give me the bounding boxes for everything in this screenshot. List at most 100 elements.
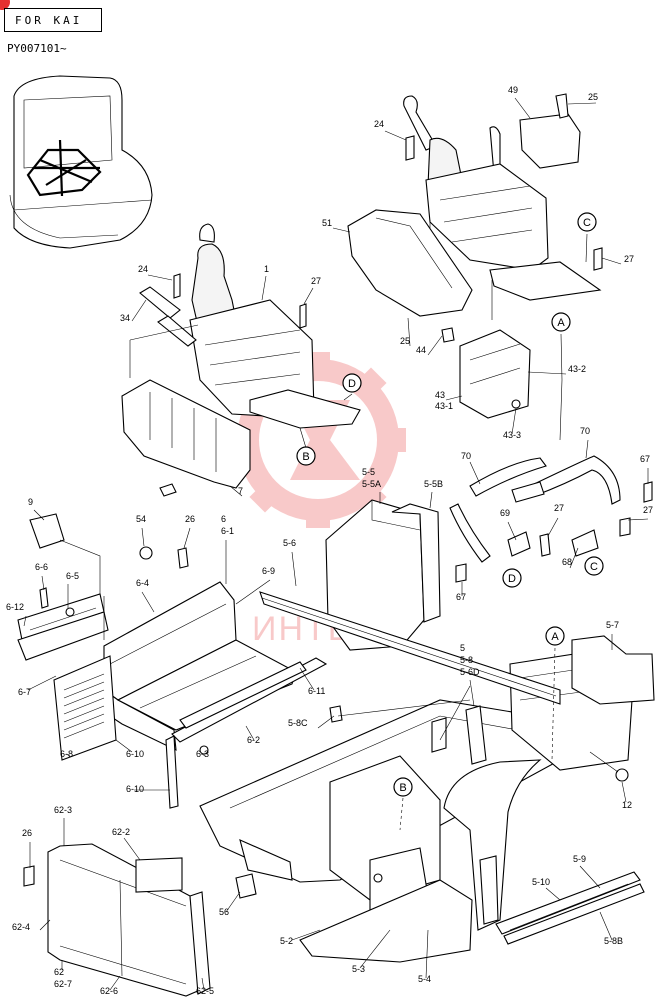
callout-c27d: 27 <box>643 505 653 515</box>
right-control-lever-assembly <box>403 93 603 320</box>
callout-c6-8: 6-8 <box>60 749 73 759</box>
ref-letter: C <box>590 561 598 573</box>
callout-c43: 43 <box>435 390 445 400</box>
callout-c26b: 26 <box>22 828 32 838</box>
callout-c7: 7 <box>238 486 243 496</box>
callout-c54: 54 <box>136 514 146 524</box>
callout-c5-3: 5-3 <box>352 964 365 974</box>
model-label: FOR KAI <box>15 14 83 27</box>
callout-c24b: 24 <box>138 264 148 274</box>
slide-rails <box>495 871 645 945</box>
callout-c67b: 67 <box>456 592 466 602</box>
callout-c43-1: 43-1 <box>435 401 453 411</box>
callout-c62-3: 62-3 <box>54 805 72 815</box>
corner-marker <box>0 0 10 10</box>
callout-c6-2: 6-2 <box>247 735 260 745</box>
callout-c25b: 25 <box>400 336 410 346</box>
callout-c5-8: 5-8 <box>460 655 473 665</box>
ref-circle-rB1: B <box>296 446 316 466</box>
callout-c67a: 67 <box>640 454 650 464</box>
ref-circle-rD1: D <box>342 373 362 393</box>
ref-circle-rD2: D <box>502 568 522 588</box>
callout-c25a: 25 <box>588 92 598 102</box>
circle-references: C A D B D C A B <box>296 212 604 797</box>
callout-c5-8C: 5-8C <box>288 718 308 728</box>
callout-c5-5B: 5-5B <box>424 479 443 489</box>
callout-c6-7: 6-7 <box>18 687 31 697</box>
right-lower-cover <box>347 209 473 317</box>
callout-c6: 6 <box>221 514 226 524</box>
callout-c56: 56 <box>219 907 229 917</box>
callout-c12: 12 <box>622 800 632 810</box>
left-lower-cover <box>121 379 251 497</box>
serial-range: PY007101~ <box>7 42 67 55</box>
callout-c6-1: 6-1 <box>221 526 234 536</box>
callout-c27b: 27 <box>311 276 321 286</box>
callout-c6-9: 6-9 <box>262 566 275 576</box>
model-label-box: FOR KAI <box>4 8 102 32</box>
lower-left-covers-62 <box>23 843 257 997</box>
callout-c6-5: 6-5 <box>66 571 79 581</box>
callout-c9: 9 <box>28 497 33 507</box>
callout-c5-5: 5-5 <box>362 467 375 477</box>
callout-c5-8B: 5-8B <box>604 936 623 946</box>
bracket-43 <box>441 327 531 419</box>
callout-c6-10a: 6-10 <box>126 749 144 759</box>
callout-c5-7: 5-7 <box>606 620 619 630</box>
callout-c5-6: 5-6 <box>283 538 296 548</box>
ref-circle-rA2: A <box>545 626 565 646</box>
callout-c5-6D: 5-6D <box>460 667 480 677</box>
leader-lines <box>23 97 649 991</box>
callout-c6-11: 6-11 <box>308 686 325 696</box>
callout-c70a: 70 <box>580 426 590 436</box>
callout-c62: 62 <box>54 967 64 977</box>
callout-c6-3: 6-3 <box>196 749 209 759</box>
callout-c70b: 70 <box>461 451 471 461</box>
left-side-panels <box>17 513 117 761</box>
ref-letter: A <box>557 317 565 329</box>
callout-c6-4: 6-4 <box>136 578 149 588</box>
callout-c62-7: 62-7 <box>54 979 72 989</box>
callout-c27a: 27 <box>624 254 634 264</box>
ref-letter: B <box>302 451 309 463</box>
callout-c1: 1 <box>264 264 269 274</box>
callout-c5-2: 5-2 <box>280 936 293 946</box>
callout-c34: 34 <box>120 313 130 323</box>
callout-c51: 51 <box>322 218 332 228</box>
callout-c6-6: 6-6 <box>35 562 48 572</box>
callout-c68: 68 <box>562 557 572 567</box>
ref-letter: C <box>583 217 591 229</box>
callout-c69: 69 <box>500 508 510 518</box>
callout-c6-12: 6-12 <box>6 602 24 612</box>
callout-c5-5A: 5-5A <box>362 479 381 489</box>
callout-c6-10b: 6-10 <box>126 784 144 794</box>
cab-location-thumbnail <box>9 75 153 249</box>
ref-circle-rA1: A <box>551 312 571 332</box>
seat-belt <box>449 455 653 583</box>
callout-c5-4: 5-4 <box>418 974 431 984</box>
callout-c26a: 26 <box>185 514 195 524</box>
ref-letter: A <box>551 631 559 643</box>
seat-stand-6 <box>103 546 328 809</box>
callout-c24a: 24 <box>374 119 384 129</box>
callout-c49: 49 <box>508 85 518 95</box>
left-control-lever-assembly <box>129 223 315 419</box>
callout-c62-4: 62-4 <box>12 922 30 932</box>
callout-c5: 5 <box>460 643 465 653</box>
callout-c44: 44 <box>416 345 426 355</box>
ref-letter: D <box>348 378 356 390</box>
ref-circle-rC1: C <box>577 212 597 232</box>
callout-c62-2: 62-2 <box>112 827 130 837</box>
callout-c5-9: 5-9 <box>573 854 586 864</box>
callout-c43-2: 43-2 <box>568 364 586 374</box>
callout-c62-6: 62-6 <box>100 986 118 996</box>
ref-letter: D <box>508 573 516 585</box>
ref-circle-rC2: C <box>584 556 604 576</box>
callout-c5-10: 5-10 <box>532 877 550 887</box>
cab-floor-frame <box>199 591 655 963</box>
callout-c27c: 27 <box>554 503 564 513</box>
ref-letter: B <box>399 782 406 794</box>
callout-c43-3: 43-3 <box>503 430 521 440</box>
